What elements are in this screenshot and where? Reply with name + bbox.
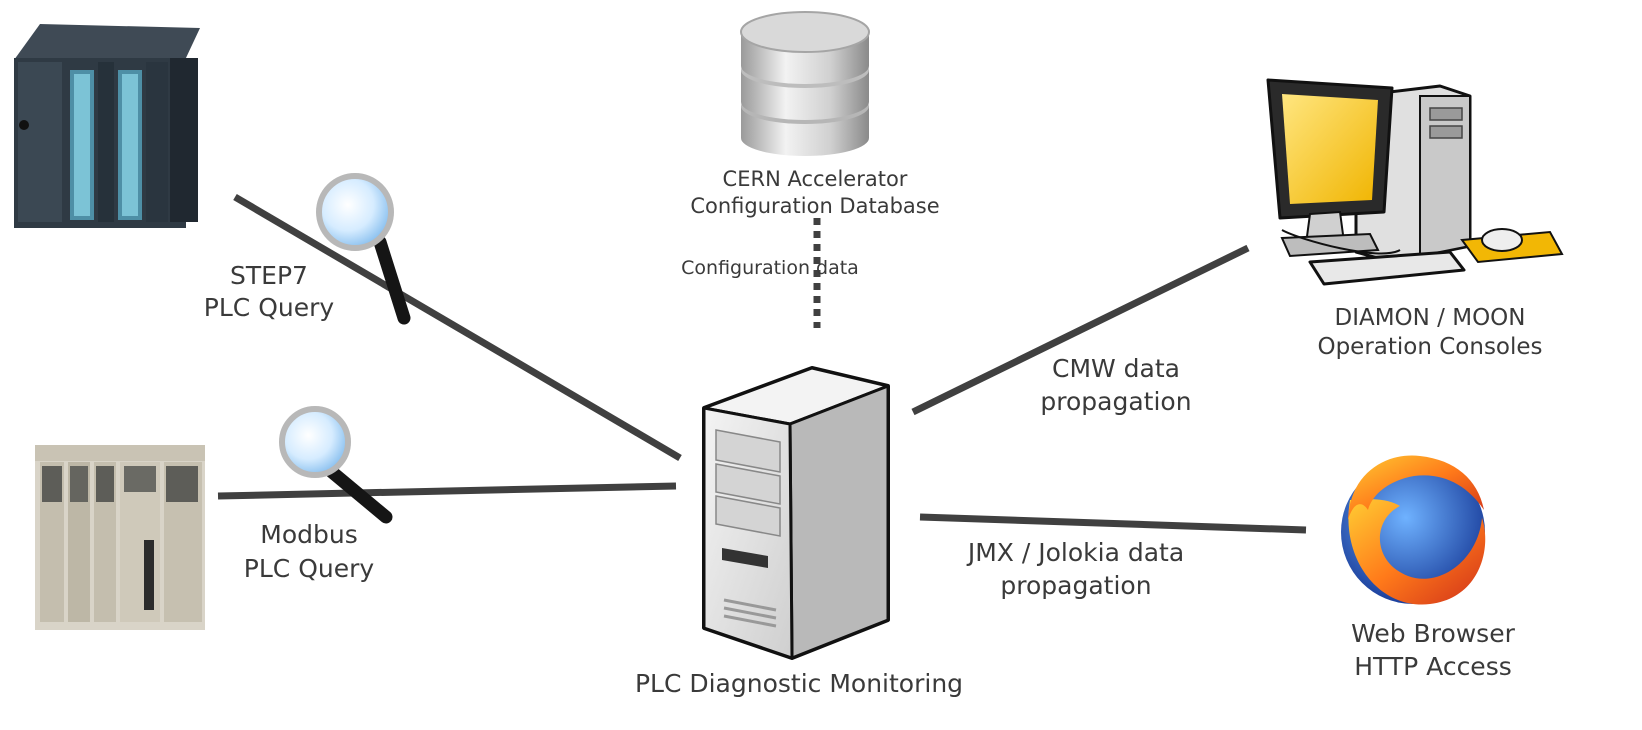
consoles-label-line1: DIAMON / MOON: [1334, 305, 1525, 331]
cmw-label-line2: propagation: [1040, 387, 1191, 416]
modbus-label-line1: Modbus: [260, 520, 357, 549]
browser-label-line1: Web Browser: [1351, 619, 1515, 648]
plc-siemens-icon: [14, 24, 200, 228]
browser-label-line2: HTTP Access: [1354, 652, 1512, 681]
step7-label-line1: STEP7: [230, 261, 308, 290]
database-icon: [740, 11, 870, 156]
step7-connection-line: [233, 193, 682, 462]
jmx-label-line1: JMX / Jolokia data: [966, 538, 1184, 567]
modbus-label-line2: PLC Query: [244, 554, 375, 583]
magnifier-icon: [316, 173, 411, 325]
db-label-line2: Configuration Database: [690, 194, 939, 218]
step7-label-line2: PLC Query: [204, 293, 335, 322]
cmw-label-line1: CMW data: [1052, 354, 1180, 383]
magnifier-icon: [279, 406, 393, 524]
config-data-label: Configuration data: [681, 257, 859, 279]
desktop-computer-icon: [1266, 78, 1564, 286]
consoles-label-line2: Operation Consoles: [1317, 334, 1542, 360]
plc-modicon-icon: [35, 445, 205, 630]
jmx-label-line2: propagation: [1000, 571, 1151, 600]
jmx-connection-line: [919, 513, 1307, 534]
db-label-line1: CERN Accelerator: [723, 167, 908, 191]
firefox-icon: [1341, 455, 1486, 605]
modbus-connection-line: [217, 482, 677, 500]
cmw-connection-line: [911, 244, 1250, 416]
server-tower-icon: [702, 366, 890, 660]
server-label: PLC Diagnostic Monitoring: [635, 669, 963, 698]
